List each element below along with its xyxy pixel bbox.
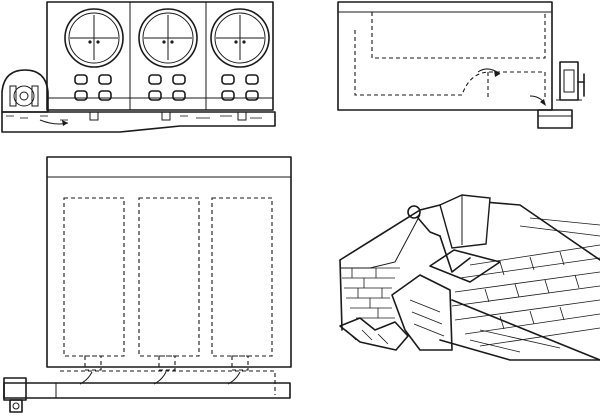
panel-front-elevation — [1, 1, 276, 133]
side-fan — [556, 61, 585, 101]
roof-bricks-right — [451, 217, 600, 347]
plan-main-flue — [3, 382, 291, 399]
underground-flue — [1, 111, 276, 133]
fan-housing — [1, 69, 49, 113]
boiler-setting — [46, 1, 274, 111]
roof-plate — [429, 249, 501, 283]
plan-boiler-1 — [63, 197, 125, 357]
setting-side — [337, 1, 553, 111]
plan-outline — [46, 156, 292, 368]
panel-plan-view — [3, 156, 292, 413]
lever-arm — [439, 235, 471, 273]
roof-bricks-left — [342, 267, 400, 319]
panel-side-section — [337, 1, 585, 129]
firedoors-boiler-3 — [221, 74, 259, 101]
firedoors-boiler-2 — [148, 74, 186, 101]
boiler-front-1 — [64, 8, 124, 68]
plan-boiler-2 — [138, 197, 200, 357]
plan-fan — [3, 377, 57, 413]
roof-hood — [439, 194, 491, 249]
boiler-front-3 — [210, 8, 270, 68]
lever-ring — [407, 205, 421, 219]
panel-perspective-detail — [339, 194, 600, 361]
firedoors-boiler-1 — [74, 74, 112, 101]
cornice — [391, 274, 453, 351]
side-flue-outlet — [537, 109, 573, 129]
boiler-front-2 — [138, 8, 198, 68]
brick-edge — [339, 317, 409, 351]
plan-boiler-3 — [211, 197, 273, 357]
